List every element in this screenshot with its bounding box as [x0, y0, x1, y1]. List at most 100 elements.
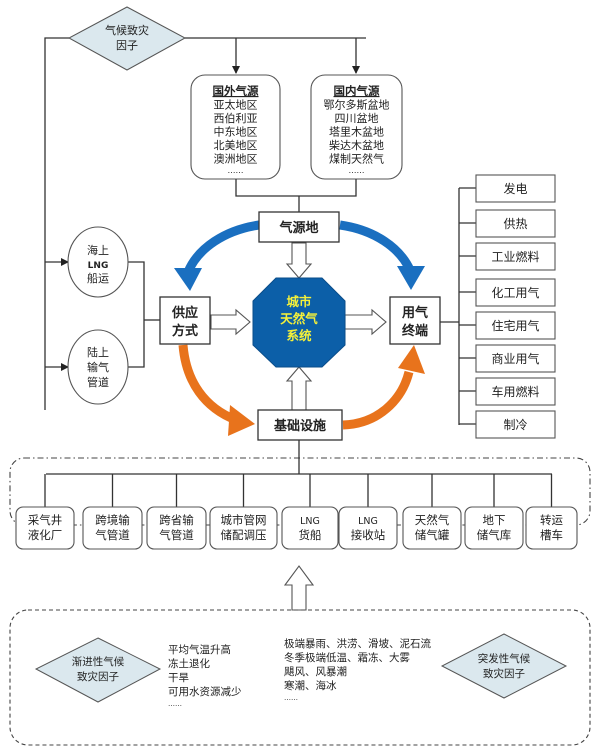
- orange-arrow-right: [342, 345, 425, 430]
- foreign-source-ellipsis: ……: [228, 166, 244, 175]
- sea-lng-circle: 海上 LNG 船运: [67, 226, 129, 298]
- facility-label: 槽车: [540, 528, 563, 542]
- transport-connectors: [128, 261, 160, 368]
- end-use-label: 发电: [503, 181, 527, 196]
- end-use-label: 化工用气: [491, 285, 539, 300]
- end-use-box: [475, 344, 556, 373]
- foreign-sources-title: 国外气源: [213, 84, 259, 98]
- sources-merge-lines: [235, 179, 357, 213]
- end-use-label: 工业燃料: [491, 249, 539, 264]
- domestic-source-item: 煤制天然气: [329, 152, 384, 166]
- end-use-box: [475, 278, 556, 307]
- foreign-sources-box: 国外气源 亚太地区 西伯利亚 中东地区 北美地区 澳洲地区 ……: [190, 74, 281, 180]
- gradual-factor-item: 可用水资源减少: [168, 685, 242, 698]
- facility-list: 采气井液化厂跨境输气管道跨省输气管道城市管网储配调压LNG货船LNG接收站天然气…: [15, 474, 578, 550]
- foreign-source-item: 亚太地区: [214, 99, 258, 112]
- climate-factor-label-2: 因子: [116, 39, 138, 52]
- end-use-box: 用气 终端: [389, 296, 441, 345]
- supply-mode-label-2: 方式: [172, 323, 198, 339]
- gradual-factor-item: 冻土退化: [168, 657, 210, 670]
- end-use-box: [475, 209, 556, 238]
- end-use-item: 发电: [459, 174, 556, 203]
- sudden-factor-item: 寒潮、海冰: [284, 679, 337, 692]
- land-pipeline-label-3: 管道: [87, 375, 109, 389]
- climate-factor-diamond: [67, 6, 187, 71]
- end-use-box: [475, 174, 556, 203]
- gas-source-label: 气源地: [279, 220, 318, 236]
- blue-arrow-left: [174, 220, 260, 291]
- facility-box: [281, 506, 339, 550]
- end-use-item: 化工用气: [459, 278, 556, 307]
- sudden-factor-list: 极端暴雨、洪涝、滑坡、泥石流 冬季极端低温、霜冻、大雾 飓风、风暴潮 寒潮、海冰…: [284, 637, 431, 702]
- facility-label: 储气罐: [415, 528, 450, 542]
- end-use-label: 商业用气: [491, 351, 539, 366]
- end-use-box: [475, 311, 556, 340]
- domestic-source-item: 鄂尔多斯盆地: [324, 98, 390, 112]
- facility-label: 转运: [540, 513, 563, 527]
- infrastructure-box: 基础设施: [257, 409, 343, 441]
- sudden-factor-node: 突发性气候 致灾因子: [440, 633, 568, 699]
- domestic-source-item: 四川盆地: [335, 111, 379, 125]
- land-pipeline-label-1: 陆上: [87, 345, 109, 359]
- gradual-factor-label-2: 致灾因子: [77, 670, 119, 683]
- facility-label: 跨境输: [95, 513, 130, 527]
- facility-label: LNG: [358, 516, 378, 527]
- sudden-factor-item: 飓风、风暴潮: [284, 665, 347, 678]
- facility-box: [525, 506, 578, 550]
- sudden-factor-ellipsis: ……: [284, 694, 298, 702]
- gradual-factor-ellipsis: ……: [168, 700, 182, 708]
- supply-mode-box: 供应 方式: [159, 296, 211, 345]
- center-label-3: 系统: [286, 328, 312, 343]
- end-use-label-2: 终端: [402, 323, 428, 339]
- facility-label: 城市管网: [221, 513, 267, 527]
- gradual-factor-list: 平均气温升高 冻土退化 干旱 可用水资源减少 ……: [168, 643, 242, 708]
- end-use-item: 制冷: [459, 410, 556, 439]
- land-pipeline-circle: 陆上 输气 管道: [67, 329, 129, 405]
- facility-label: 货船: [299, 528, 322, 542]
- facility-box: [209, 506, 278, 550]
- climate-connectors: [44, 37, 366, 410]
- end-use-item: 住宅用气: [459, 311, 556, 340]
- foreign-source-item: 澳洲地区: [214, 153, 258, 166]
- facility-label: 采气井: [28, 513, 63, 527]
- blue-arrow-right: [339, 220, 425, 290]
- end-use-box: [475, 410, 556, 439]
- orange-arrow-left: [178, 344, 255, 436]
- facility-label: 储配调压: [221, 528, 267, 542]
- sudden-factor-label-2: 致灾因子: [483, 667, 525, 680]
- supply-mode-label-1: 供应: [171, 305, 198, 321]
- facility-box: [82, 506, 143, 550]
- climate-factor-label-1: 气候致灾: [105, 23, 149, 37]
- gas-source-box: 气源地: [258, 211, 340, 243]
- gradual-factor-item: 干旱: [168, 672, 189, 684]
- hollow-arrow-right-out: [344, 308, 387, 336]
- end-use-item: 车用燃料: [459, 377, 556, 406]
- facility-label: 跨省输: [159, 513, 194, 527]
- sea-lng-label-2: LNG: [88, 261, 109, 271]
- foreign-source-item: 西伯利亚: [214, 111, 258, 125]
- facility-label: 地下: [483, 513, 506, 527]
- foreign-source-item: 北美地区: [214, 139, 258, 152]
- infrastructure-label: 基础设施: [273, 418, 326, 434]
- climate-factor-node: 气候致灾 因子: [67, 6, 187, 71]
- foreign-source-item: 中东地区: [214, 126, 258, 139]
- facility-label: 液化厂: [28, 528, 63, 542]
- octagon-shape: [252, 277, 346, 368]
- facility-label: 储气库: [477, 528, 512, 542]
- sea-lng-label-1: 海上: [87, 243, 109, 257]
- domestic-source-item: 柴达木盆地: [329, 138, 384, 152]
- facility-label: 气管道: [95, 528, 130, 542]
- facility-box: [15, 506, 75, 550]
- facility-box: [402, 506, 462, 550]
- facility-box: [146, 506, 207, 550]
- sudden-factor-diamond: [440, 633, 568, 699]
- end-use-box: [475, 242, 556, 271]
- end-use-item: 工业燃料: [459, 242, 556, 271]
- left-trunk-line: [44, 37, 69, 410]
- center-label-2: 天然气: [280, 311, 318, 326]
